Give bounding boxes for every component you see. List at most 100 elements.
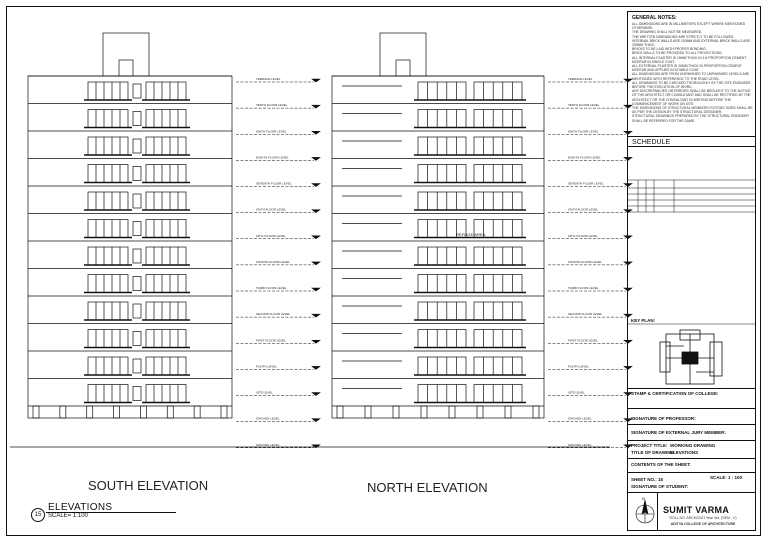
- window-bay: [417, 246, 467, 266]
- level-marker-icon: [311, 339, 321, 344]
- window-bay: [417, 164, 467, 183]
- scale-label: SCALE: 1 : 100: [710, 475, 743, 480]
- window-bay: [145, 219, 187, 238]
- level-marker-icon: [623, 392, 633, 396]
- drawing-title-label: TITLE OF DRAWING:: [631, 450, 676, 455]
- window-bay: [473, 81, 523, 101]
- window-bay: [87, 136, 129, 156]
- window-bay: [87, 81, 129, 101]
- note-item: ANY DISCREPANCIES OR ERRORS SHALL BE BRO…: [632, 89, 751, 106]
- panel-divider: [628, 492, 755, 493]
- window-bay: [145, 164, 187, 183]
- pier: [532, 405, 540, 419]
- level-marker-icon: [311, 366, 321, 370]
- level-marker-icon: [311, 104, 321, 109]
- level-label: TENTH FLOOR LEVEL: [256, 103, 288, 107]
- level-label: EIGHTH FLOOR LEVEL: [568, 155, 601, 159]
- window-bay: [145, 301, 187, 321]
- notes-list: ALL DIMENSIONS ARE IN MILLIMETERS EXCEPT…: [632, 22, 753, 123]
- window-bay: [473, 274, 523, 293]
- window-bay: [87, 274, 129, 293]
- small-window: [132, 166, 142, 181]
- stamp-label: STAMP & CERTIFICATION OF COLLEGE:: [631, 391, 719, 396]
- sheet-scale: SCALE= 1:100: [48, 513, 88, 519]
- key-plan-sketch: [659, 329, 723, 385]
- owner-divider: [657, 492, 658, 531]
- window-bay: [473, 301, 523, 321]
- window-bay: [87, 329, 129, 348]
- schedule-heading: SCHEDULE: [632, 139, 671, 146]
- window-bay: [417, 384, 467, 403]
- level-label: FOURTH FLOOR LEVEL: [256, 260, 290, 264]
- window-bay: [473, 164, 523, 183]
- level-marker-icon: [311, 130, 321, 135]
- key-plan-label: KEY PLAN:: [631, 318, 656, 323]
- level-label: SECOND FLOOR LEVEL: [568, 312, 603, 316]
- schedule-divider: [628, 136, 755, 137]
- level-marker-icon: [623, 209, 633, 213]
- pier: [392, 405, 400, 419]
- window-bay: [417, 191, 467, 211]
- level-marker-icon: [311, 313, 321, 318]
- level-label: SEVENTH FLOOR LEVEL: [256, 182, 292, 186]
- level-label: SEVENTH FLOOR LEVEL: [568, 182, 604, 186]
- level-marker-icon: [311, 209, 321, 213]
- window-bay: [417, 81, 467, 101]
- window-bay: [473, 191, 523, 211]
- professor-signature-label: SIGNATURE OF PROFESSOR:: [631, 416, 696, 421]
- pier: [59, 405, 67, 419]
- small-window: [132, 303, 142, 319]
- window-bay: [473, 356, 523, 376]
- owner-roll-no: ROLL NO. ARCH/2021 Year 3rd, (SEM - V): [669, 516, 737, 520]
- panel-divider: [628, 472, 755, 473]
- owner-name: SUMIT VARMA: [663, 505, 730, 515]
- drawing-sheet: [6, 6, 761, 536]
- level-marker-icon: [311, 418, 321, 422]
- note-item: ALL DRAWINGS TO BE CHECKED THOROUGHLY BY…: [632, 80, 751, 90]
- window-bay: [473, 109, 523, 128]
- window-bay: [417, 109, 467, 128]
- window-bay: [87, 109, 129, 128]
- level-label: TERRACE LEVEL: [568, 77, 593, 81]
- window-bay: [145, 384, 187, 403]
- window-bay: [87, 356, 129, 376]
- contents-label: CONTENTS OF THE SHEET:: [631, 462, 691, 467]
- panel-divider: [628, 424, 755, 425]
- pier: [364, 405, 372, 419]
- small-window: [132, 276, 142, 291]
- pier: [193, 405, 201, 419]
- level-label: SIXTH FLOOR LEVEL: [568, 208, 599, 212]
- small-window: [132, 111, 142, 126]
- level-marker-icon: [311, 157, 321, 161]
- level-label: THIRD FLOOR LEVEL: [256, 286, 287, 290]
- window-bay: [87, 384, 129, 403]
- student-signature-label: SIGNATURE OF STUDENT:: [631, 484, 689, 489]
- svg-text:N: N: [642, 496, 645, 501]
- level-label: SECOND FLOOR LEVEL: [256, 312, 291, 316]
- level-marker-icon: [623, 157, 633, 161]
- window-bay: [87, 219, 129, 238]
- window-bay: [87, 191, 129, 211]
- level-label: NINTH FLOOR LEVEL: [256, 129, 287, 133]
- window-bay: [145, 356, 187, 376]
- sheet-number-circle: 15: [31, 508, 45, 522]
- north-elevation-title: NORTH ELEVATION: [367, 480, 488, 495]
- tower-door: [118, 59, 134, 77]
- window-bay: [417, 274, 467, 293]
- title-underline: [46, 512, 176, 513]
- level-label: GROUND LEVEL: [568, 443, 592, 447]
- window-bay: [473, 384, 523, 403]
- note-item: ALL EXTERNAL PLASTER IS 20MM THICK IN PR…: [632, 64, 742, 73]
- window-bay: [145, 136, 187, 156]
- schedule-table: [628, 179, 755, 325]
- level-label: FIRST FLOOR LEVEL: [256, 338, 286, 342]
- level-marker-icon: [623, 366, 633, 370]
- south-elevation-title: SOUTH ELEVATION: [88, 478, 209, 493]
- level-label: SIXTH FLOOR LEVEL: [256, 208, 287, 212]
- pier: [448, 405, 456, 419]
- note-item: ALL DIMENSIONS ARE FROM UNFINISHED TO UN…: [632, 72, 750, 81]
- level-marker-icon: [623, 130, 633, 135]
- note-item: INTERNAL BRICK WALLS ARE 150MM AND EXTER…: [632, 38, 751, 48]
- small-window: [132, 358, 142, 374]
